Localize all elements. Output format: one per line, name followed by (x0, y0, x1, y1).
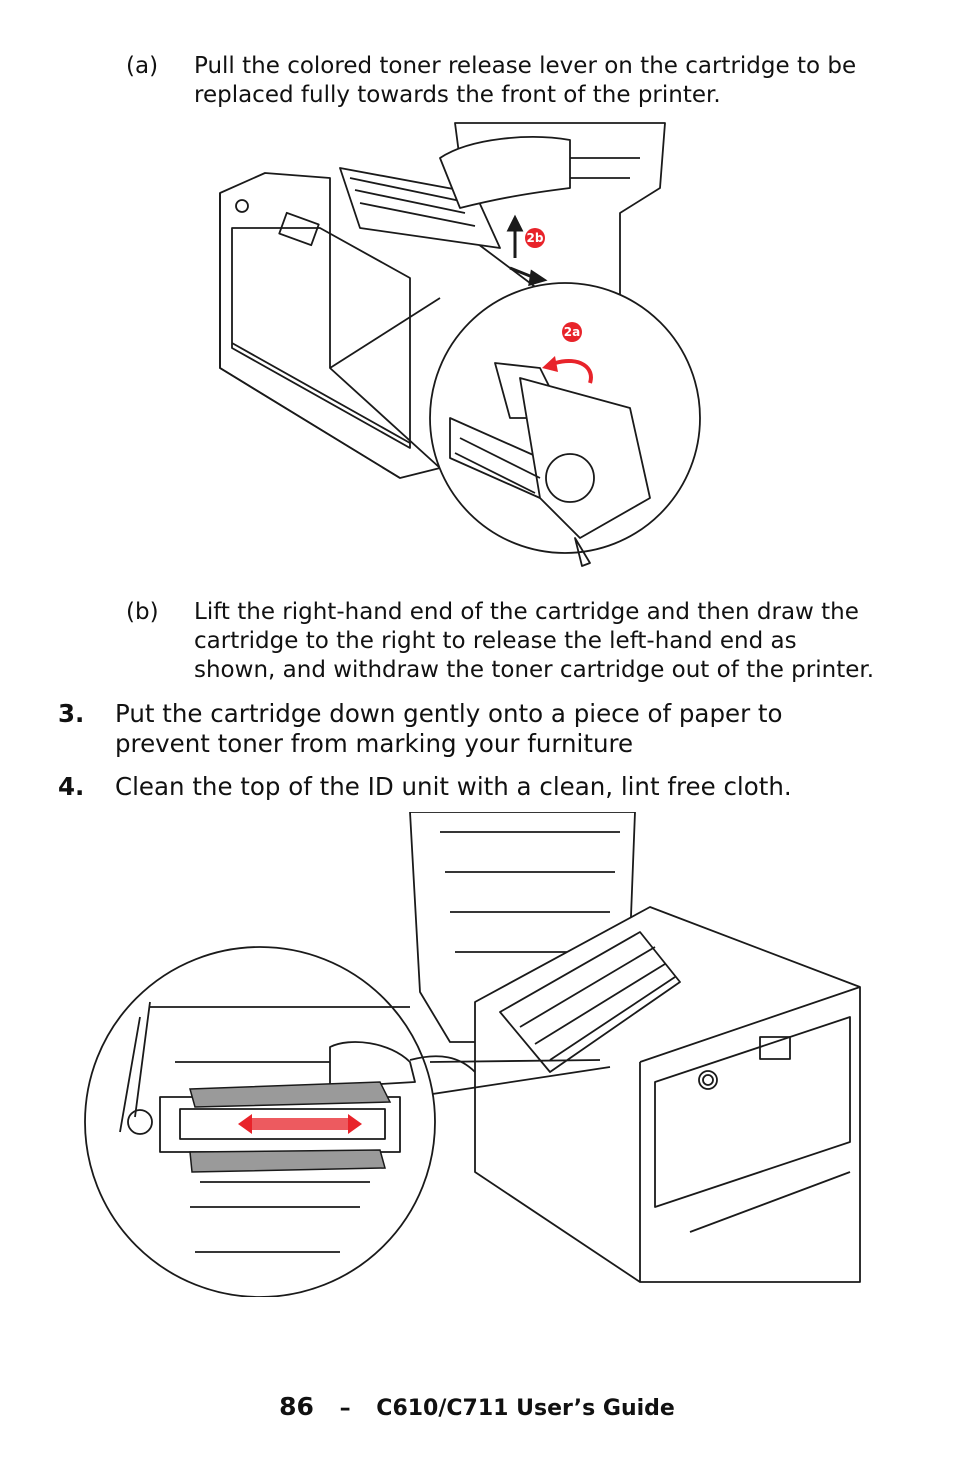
callout-2a-badge (562, 322, 582, 342)
step-3-line1: Put the cartridge down gently onto a pie… (115, 699, 783, 728)
step-3-number: 3. (58, 699, 85, 728)
step-3-line2: prevent toner from marking your furnitur… (115, 729, 634, 758)
step-a-line1: Pull the colored toner release lever on … (194, 53, 857, 79)
step-b-line3: shown, and withdraw the toner cartridge … (194, 657, 875, 683)
step-b-label: (b) (126, 599, 159, 625)
step-b-line1: Lift the right-hand end of the cartridge… (194, 599, 859, 625)
step-b-line2: cartridge to the right to release the le… (194, 628, 797, 654)
footer-separator: – (339, 1396, 351, 1421)
guide-title: C610/C711 User’s Guide (376, 1396, 675, 1421)
figure-toner-removal: 2b 2a (219, 122, 701, 567)
step-a-label: (a) (126, 53, 159, 79)
callout-2b: 2b (527, 231, 544, 245)
step-3-text: Put the cartridge down gently onto a pie… (115, 699, 905, 759)
figure-clean-id-unit (84, 812, 861, 1297)
step-4-number: 4. (58, 772, 85, 801)
step-b-text: Lift the right-hand end of the cartridge… (194, 598, 894, 685)
step-a-text: Pull the colored toner release lever on … (194, 52, 894, 110)
step-a-line2: replaced fully towards the front of the … (194, 82, 721, 108)
callout-2a: 2a (564, 325, 580, 339)
page-number: 86 (279, 1392, 314, 1421)
step-4-text: Clean the top of the ID unit with a clea… (115, 772, 792, 801)
page-footer: 86 – C610/C711 User’s Guide (0, 1392, 954, 1421)
callout-2b-badge (525, 228, 545, 248)
